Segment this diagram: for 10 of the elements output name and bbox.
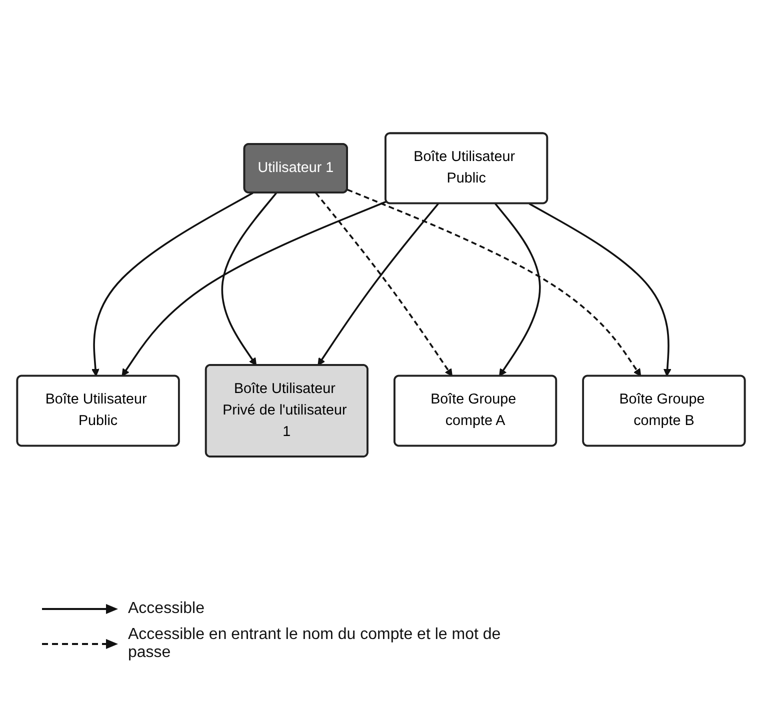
legend-text: Accessible en entrant le nom du compte et le mot de passe [128, 626, 502, 662]
arrow [315, 192, 453, 377]
arrow [494, 203, 541, 377]
arrow [347, 188, 642, 377]
arrow [92, 192, 254, 377]
legend-text: Accessible [128, 600, 204, 618]
arrow [122, 200, 387, 377]
arrow [528, 203, 672, 377]
arrow [318, 203, 439, 366]
arrow [221, 192, 278, 366]
